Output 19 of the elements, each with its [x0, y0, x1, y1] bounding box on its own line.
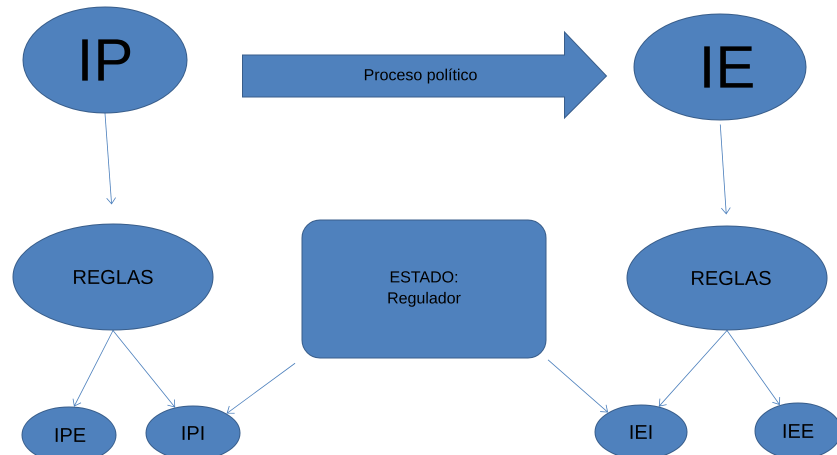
rounded-box: ESTADO: Regulador — [302, 220, 546, 358]
arrow — [226, 362, 296, 414]
arrow — [72, 330, 114, 407]
block-arrow — [242, 30, 608, 120]
arrow — [720, 124, 731, 215]
ellipse-node: REGLAS — [626, 226, 828, 330]
ellipse-node: IEE — [754, 402, 837, 455]
ellipse-node: IPI — [146, 406, 240, 455]
arrow — [104, 113, 116, 205]
arrow — [726, 330, 780, 406]
ellipse-node: IP — [22, 6, 188, 114]
arrow — [548, 359, 608, 413]
ellipse-node: IPE — [22, 406, 116, 455]
arrow — [658, 330, 728, 407]
ellipse-node: IEI — [594, 404, 688, 455]
edge-label: Proceso político — [364, 68, 477, 84]
ellipse-node: REGLAS — [12, 224, 214, 330]
ellipse-node: IE — [634, 14, 807, 120]
arrow — [112, 330, 176, 408]
